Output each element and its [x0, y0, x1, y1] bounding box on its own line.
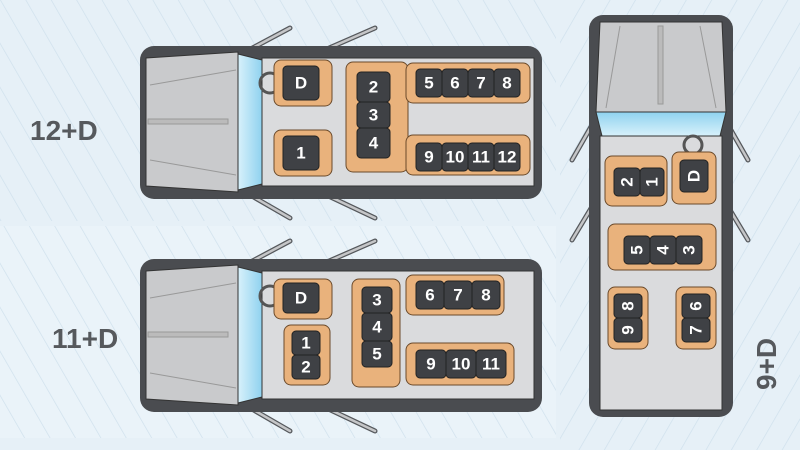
seat [493, 142, 521, 172]
seat [291, 354, 321, 380]
seat-number-1: 1 [301, 334, 310, 353]
seat [681, 317, 711, 343]
seat-number-7: 7 [453, 286, 462, 305]
seat-number-4: 4 [372, 318, 382, 337]
seat [356, 127, 391, 159]
seat [639, 167, 665, 197]
seat-number-11: 11 [472, 148, 490, 167]
seat-number-9: 9 [619, 325, 638, 334]
seat-number-10: 10 [452, 355, 471, 374]
seat [361, 340, 393, 368]
seat-number-6: 6 [425, 286, 434, 305]
seat-number-8: 8 [502, 74, 511, 93]
seat-number-8: 8 [481, 286, 490, 305]
seat-number-1: 1 [643, 177, 662, 186]
seat-number-D: D [295, 289, 307, 308]
seat-number-5: 5 [628, 245, 647, 254]
seat-number-7: 7 [687, 325, 706, 334]
seat-number-3: 3 [369, 106, 378, 125]
seat [493, 68, 521, 98]
seat-number-2: 2 [618, 177, 637, 186]
seat-number-6: 6 [450, 74, 459, 93]
seat-number-5: 5 [424, 74, 433, 93]
seat [282, 282, 320, 314]
seat-number-9: 9 [424, 148, 433, 167]
seat-number-7: 7 [476, 74, 485, 93]
seat [679, 159, 709, 193]
seat [475, 349, 507, 379]
seat [471, 280, 501, 310]
seat [282, 65, 320, 101]
windshield [237, 53, 263, 191]
seat-number-2: 2 [369, 78, 378, 97]
seat-number-4: 4 [369, 134, 379, 153]
layout-label-9d: 9+D [751, 338, 782, 390]
layout-label-12d: 12+D [30, 115, 98, 146]
windshield [595, 111, 727, 137]
seat [613, 317, 643, 343]
seat-number-6: 6 [687, 301, 706, 310]
seat-number-12: 12 [498, 148, 517, 167]
seat-number-11: 11 [482, 355, 500, 374]
seat-number-9: 9 [426, 355, 435, 374]
layout-label-11d: 11+D [52, 323, 118, 354]
seat-number-D: D [295, 74, 307, 93]
seat [675, 235, 703, 265]
seat-number-D: D [685, 170, 704, 182]
seat-number-10: 10 [446, 148, 465, 167]
seat-number-4: 4 [654, 245, 673, 255]
seat-number-3: 3 [680, 245, 699, 254]
seat-number-2: 2 [301, 358, 310, 377]
seat-number-8: 8 [619, 301, 638, 310]
seat-number-3: 3 [372, 291, 381, 310]
seat [282, 135, 320, 171]
seat-number-1: 1 [296, 144, 305, 163]
windshield [237, 266, 263, 404]
seat-number-5: 5 [372, 345, 381, 364]
